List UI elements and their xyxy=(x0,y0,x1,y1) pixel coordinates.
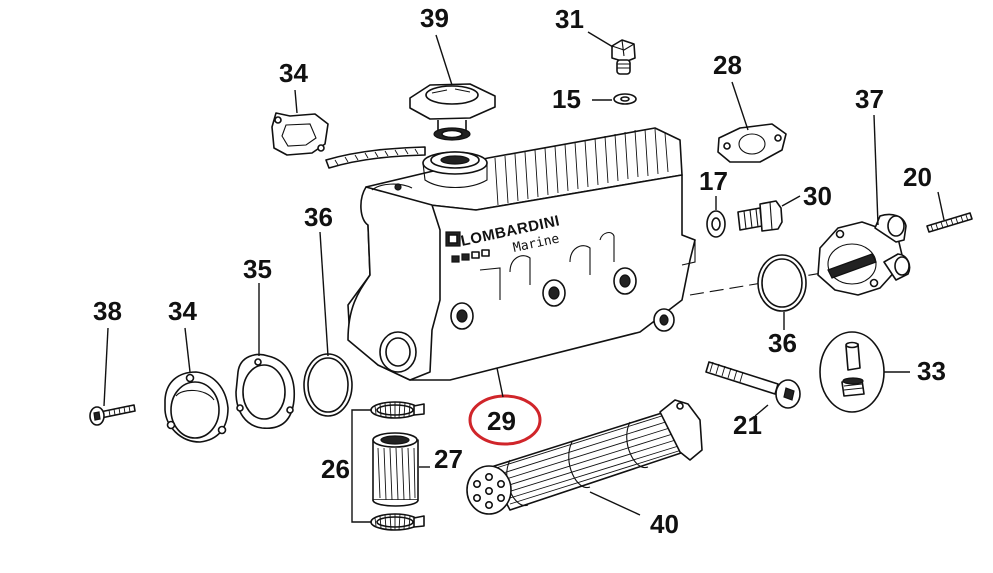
part-38-screw xyxy=(89,404,136,426)
part-28-gasket xyxy=(717,123,787,163)
callout-28: 28 xyxy=(713,50,742,80)
callout-21: 21 xyxy=(733,410,762,440)
part-20-stud xyxy=(926,212,973,233)
part-39-filler-cap xyxy=(409,83,496,141)
part-21-long-bolt xyxy=(705,361,801,409)
part-34-end-cover xyxy=(164,371,229,443)
part-17-sealing-washer xyxy=(706,210,726,238)
part-31-bolt xyxy=(611,39,636,75)
part-37-thermostat-housing xyxy=(817,213,911,296)
part-35-gasket xyxy=(235,353,295,429)
part-36-right-o-ring xyxy=(757,254,807,312)
callout-15: 15 xyxy=(552,84,581,114)
callout-39: 39 xyxy=(420,3,449,33)
callout-36-left: 36 xyxy=(304,202,333,232)
part-29-exchanger-body: LOMBARDINI Marine xyxy=(347,127,696,381)
callout-34-left: 34 xyxy=(168,296,197,326)
part-breather-hose xyxy=(325,146,426,169)
callout-29: 29 xyxy=(487,406,516,436)
part-15-washer xyxy=(613,93,637,105)
part-27-hose xyxy=(372,432,419,507)
part-40-tube-bundle xyxy=(466,399,703,515)
callout-20: 20 xyxy=(903,162,932,192)
part-26-hose-clamps xyxy=(370,401,425,531)
callout-17: 17 xyxy=(699,166,728,196)
callout-36-right: 36 xyxy=(768,328,797,358)
callout-30: 30 xyxy=(803,181,832,211)
callout-35: 35 xyxy=(243,254,272,284)
callout-31: 31 xyxy=(555,4,584,34)
callout-37: 37 xyxy=(855,84,884,114)
callout-38: 38 xyxy=(93,296,122,326)
callout-40: 40 xyxy=(650,509,679,539)
part-34-top-gasket xyxy=(271,112,329,156)
highlight-ring-29 xyxy=(468,394,542,446)
part-33-zinc-anode xyxy=(819,331,885,413)
callout-34-top: 34 xyxy=(279,58,308,88)
part-30-hose-fitting xyxy=(737,200,783,232)
callout-33: 33 xyxy=(917,356,946,386)
part-36-left-o-ring xyxy=(303,353,353,417)
callout-26: 26 xyxy=(321,454,350,484)
callout-27: 27 xyxy=(434,444,463,474)
